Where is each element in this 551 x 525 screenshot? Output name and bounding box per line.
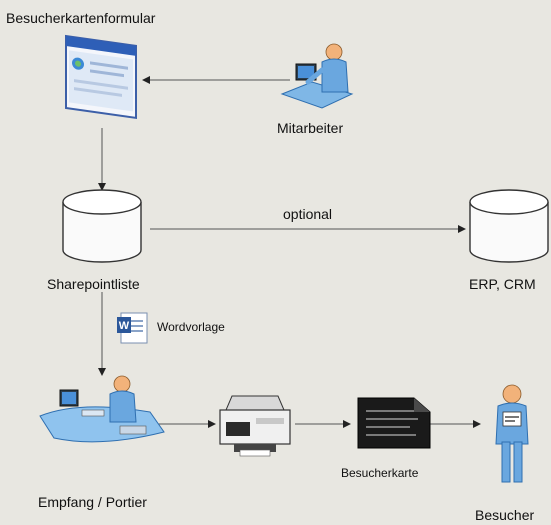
visitor-person-icon: [495, 384, 529, 483]
label-form: Besucherkartenformular: [6, 10, 156, 26]
erp-crm-database-icon: [469, 189, 549, 263]
label-sharepoint: Sharepointliste: [47, 276, 140, 292]
word-icon-letter: W: [119, 320, 130, 332]
sharepoint-database-icon: [62, 189, 142, 263]
label-visitor: Besucher: [475, 507, 535, 523]
label-reception: Empfang / Portier: [38, 494, 147, 510]
web-form-icon: [65, 34, 137, 119]
label-optional: optional: [283, 206, 333, 222]
label-visitor-card: Besucherkarte: [341, 466, 419, 480]
label-employee: Mitarbeiter: [277, 120, 344, 136]
label-word-template: Wordvorlage: [157, 320, 225, 334]
employee-icon: [280, 43, 354, 109]
label-erp-crm: ERP, CRM: [469, 276, 536, 292]
visitor-card-icon: [357, 397, 431, 449]
reception-desk-icon: [39, 375, 165, 443]
word-document-icon: W: [117, 312, 148, 344]
printer-icon: [219, 395, 291, 457]
